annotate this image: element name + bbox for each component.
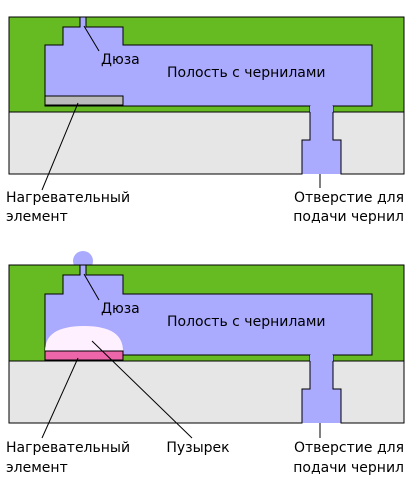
chamber-label: Полость с чернилами (167, 65, 326, 81)
heater-label: Нагревательный (6, 190, 130, 206)
heater-pointer (41, 357, 79, 439)
ink-inlet (310, 106, 333, 140)
inlet-label: Отверстие для (294, 440, 404, 456)
inlet-label: подачи чернил (293, 209, 404, 225)
inlet-label: подачи чернил (293, 460, 404, 476)
panel-idle: Дюза Полость с чернилами Нагревательный … (6, 16, 405, 225)
nozzle-label: Дюза (101, 301, 140, 317)
bubble-label: Пузырек (166, 440, 229, 456)
substrate (8, 111, 311, 175)
vapor-bubble (45, 326, 123, 351)
nozzle-label: Дюза (101, 52, 140, 68)
nozzle-pointer (83, 25, 100, 52)
ink-inlet (302, 140, 341, 174)
heater-pointer (41, 102, 79, 191)
ink-inlet (310, 355, 333, 389)
panel-firing: Дюза Полость с чернилами Нагревательный … (6, 251, 405, 476)
bubble-pointer (91, 340, 193, 439)
heater-label: элемент (6, 209, 68, 225)
substrate (332, 111, 405, 175)
substrate (8, 360, 311, 424)
heater-element (44, 95, 124, 106)
chamber-label: Полость с чернилами (167, 314, 326, 330)
nozzle-pointer (83, 273, 100, 301)
substrate (332, 360, 405, 424)
heater-element (44, 350, 124, 361)
heater-label: элемент (6, 460, 68, 476)
inlet-label: Отверстие для (294, 190, 404, 206)
ink-inlet (302, 389, 341, 423)
heater-label: Нагревательный (6, 440, 130, 456)
